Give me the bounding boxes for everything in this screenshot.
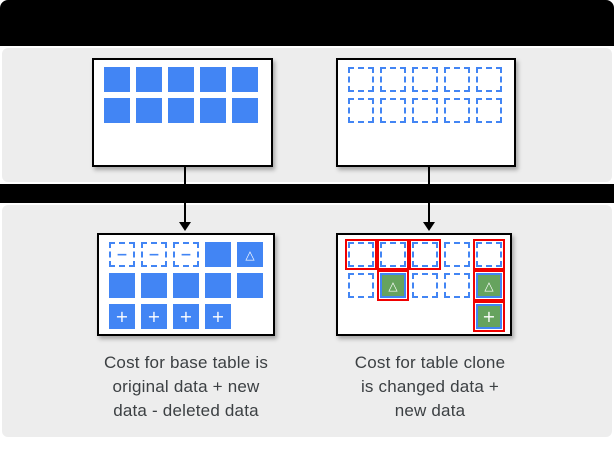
square-row: △△ — [348, 270, 510, 301]
data-block-solid — [173, 273, 199, 298]
data-block-dashed — [348, 98, 374, 123]
caption-line: data - deleted data — [113, 401, 259, 420]
data-block-dashed-minus: − — [141, 242, 167, 267]
minus-symbol-icon: − — [116, 246, 128, 263]
table-clone-box — [336, 58, 516, 167]
square-row — [109, 273, 273, 298]
table-clone-cost-caption: Cost for table clone is changed data + n… — [328, 351, 532, 423]
caption-line: new data — [394, 401, 466, 420]
plus-symbol-icon: + — [482, 306, 496, 326]
delta-symbol-icon: △ — [484, 278, 494, 293]
base-table-after-box: − − − △ + + + + — [97, 233, 275, 336]
caption-line: is changed data + — [360, 377, 500, 396]
square-row — [345, 239, 510, 270]
data-block-solid — [168, 67, 194, 92]
square-row — [348, 98, 514, 123]
data-block-solid-plus: + — [109, 304, 135, 329]
data-block-solid-plus: + — [205, 304, 231, 329]
data-block-dashed-minus: − — [109, 242, 135, 267]
plus-symbol-icon: + — [115, 306, 129, 326]
data-block-dashed-red — [409, 239, 441, 270]
minus-symbol-icon: − — [180, 246, 192, 263]
data-block-dashed-red — [473, 239, 505, 270]
data-block-solid-plus: + — [141, 304, 167, 329]
data-block-dashed — [444, 242, 470, 267]
arrow-left-line — [184, 167, 186, 223]
plus-symbol-icon: + — [179, 306, 193, 326]
data-block-dashed — [348, 273, 374, 298]
data-block-green-plus: + — [473, 301, 505, 332]
minus-symbol-icon: − — [148, 246, 160, 263]
square-row — [104, 98, 271, 123]
data-block-solid — [104, 98, 130, 123]
data-block-dashed — [444, 67, 470, 92]
data-block-solid-delta: △ — [237, 242, 263, 267]
data-block-dashed — [476, 98, 502, 123]
data-block-solid — [200, 67, 226, 92]
table-clone-after-box: △△+ — [336, 233, 512, 336]
square-row: − − − △ — [109, 242, 273, 267]
data-block-dashed — [412, 98, 438, 123]
plus-symbol-icon: + — [211, 306, 225, 326]
data-block-dashed-red — [377, 239, 409, 270]
divider-bar — [0, 184, 614, 203]
delta-symbol-icon: △ — [388, 278, 398, 293]
data-block-dashed — [412, 273, 438, 298]
plus-symbol-icon: + — [147, 306, 161, 326]
delta-symbol-icon: △ — [245, 247, 255, 262]
square-row: + + + + — [109, 304, 273, 329]
caption-line: Cost for table clone — [354, 353, 506, 372]
data-block-solid — [104, 67, 130, 92]
data-block-green-delta: △ — [377, 270, 409, 301]
arrow-down-icon — [179, 222, 191, 231]
arrow-down-icon — [423, 222, 435, 231]
data-block-dashed — [412, 67, 438, 92]
data-block-solid — [168, 98, 194, 123]
base-table-cost-caption: Cost for base table is original data + n… — [76, 351, 296, 423]
data-block-solid — [109, 273, 135, 298]
data-block-solid — [136, 98, 162, 123]
data-block-solid — [205, 273, 231, 298]
data-block-solid — [141, 273, 167, 298]
data-block-dashed-minus: − — [173, 242, 199, 267]
data-block-solid — [205, 242, 231, 267]
data-block-green-delta: △ — [473, 270, 505, 301]
data-block-dashed — [444, 273, 470, 298]
square-row — [348, 67, 514, 92]
data-block-dashed — [348, 67, 374, 92]
data-block-dashed — [380, 67, 406, 92]
data-block-solid — [232, 98, 258, 123]
data-block-solid — [232, 67, 258, 92]
data-block-dashed — [476, 67, 502, 92]
data-block-solid — [200, 98, 226, 123]
square-row: + — [348, 301, 510, 332]
caption-line: Cost for base table is — [103, 353, 269, 372]
arrow-right-line — [428, 167, 430, 223]
data-block-dashed-red — [345, 239, 377, 270]
data-block-dashed — [380, 98, 406, 123]
caption-line: original data + new — [112, 377, 260, 396]
square-row — [104, 67, 271, 92]
base-table-box — [92, 58, 273, 167]
data-block-solid — [237, 273, 263, 298]
data-block-solid-plus: + — [173, 304, 199, 329]
data-block-dashed — [444, 98, 470, 123]
data-block-solid — [136, 67, 162, 92]
top-header-bar — [0, 0, 614, 46]
